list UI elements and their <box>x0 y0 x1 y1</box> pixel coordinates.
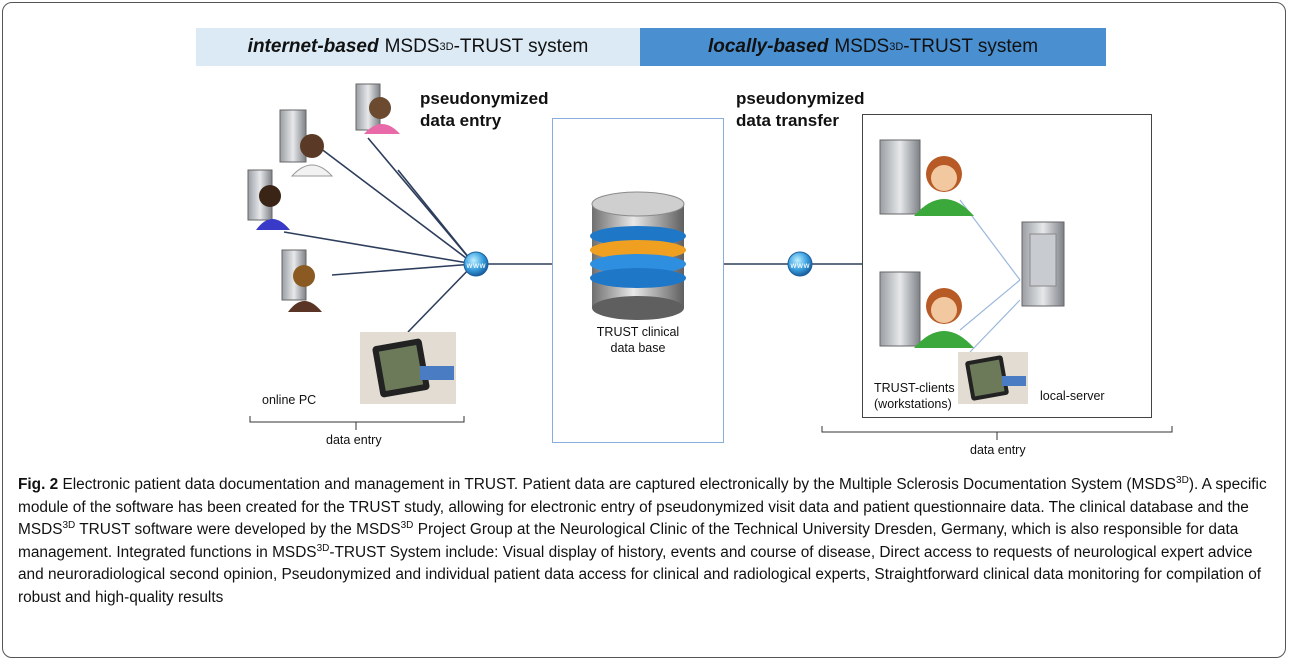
label-pseudo-transfer-line2: data transfer <box>736 111 839 130</box>
user-icon-3 <box>247 169 290 230</box>
label-trust-clients-line2: (workstations) <box>874 397 952 411</box>
label-trust-clients: TRUST-clients (workstations) <box>874 380 955 412</box>
label-online-pc: online PC <box>262 393 317 407</box>
connection-lines-right <box>959 199 1021 353</box>
label-database-line2: data base <box>610 341 666 355</box>
bracket-left <box>249 416 465 430</box>
user-icon-1 <box>279 109 334 177</box>
caption-sup-1: 3D <box>1176 474 1189 486</box>
label-database-line1: TRUST clinical <box>596 325 680 339</box>
header-left-bold: internet-based <box>247 36 379 57</box>
header-left-msds: MSDS <box>384 36 440 57</box>
connection-lines-left <box>283 137 862 333</box>
header-left-sup: 3D <box>439 41 454 53</box>
svg-text:www: www <box>466 261 486 270</box>
caption-sup-2: 3D <box>62 519 76 531</box>
caption-part-1: Electronic patient data documentation an… <box>58 476 1177 493</box>
user-icon-2 <box>355 83 400 134</box>
caption-part-5: -TRUST System include: Visual display of… <box>18 543 1262 606</box>
label-pseudo-entry-line1: pseudonymized <box>420 89 549 108</box>
caption-part-4: Project Group at the Neurological Clinic… <box>18 521 1239 561</box>
user-icon-4 <box>281 249 322 312</box>
label-data-entry-left: data entry <box>326 433 382 447</box>
globe-icon-left: www <box>463 251 489 277</box>
server-icon-local <box>1021 221 1065 307</box>
caption-sup-3: 3D <box>400 519 414 531</box>
tablet-icon-left <box>360 332 456 404</box>
caption-sup-4: 3D <box>316 542 330 554</box>
label-pseudo-entry-line2: data entry <box>420 111 502 130</box>
svg-text:www: www <box>790 261 810 270</box>
globe-icon-right: www <box>787 251 813 277</box>
caption-part-3: TRUST software were developed by the MSD… <box>75 521 401 538</box>
client-icon-1 <box>879 139 974 216</box>
bracket-right <box>821 426 1173 440</box>
header-right-bold: locally-based <box>707 36 829 57</box>
label-database: TRUST clinical data base <box>592 324 684 356</box>
database-box <box>552 118 724 443</box>
database-icon <box>590 191 686 320</box>
header-right-tail: -TRUST system <box>903 36 1039 57</box>
label-local-server: local-server <box>1040 389 1105 403</box>
label-data-entry-right: data entry <box>970 443 1026 457</box>
figure-caption: Fig. 2 Electronic patient data documenta… <box>18 474 1270 609</box>
header-right-sup: 3D <box>889 41 904 53</box>
label-pseudo-transfer: pseudonymized data transfer <box>736 88 864 132</box>
client-icon-2 <box>879 271 974 348</box>
label-pseudo-entry: pseudonymized data entry <box>420 88 548 132</box>
tablet-icon-right <box>958 352 1028 404</box>
header-left-tail: -TRUST system <box>453 36 589 57</box>
label-trust-clients-line1: TRUST-clients <box>874 381 955 395</box>
caption-fig-label: Fig. 2 <box>18 476 59 493</box>
header-right-msds: MSDS <box>834 36 890 57</box>
label-pseudo-transfer-line1: pseudonymized <box>736 89 865 108</box>
caption-part-2: ). A specific module of the software has… <box>18 476 1267 538</box>
